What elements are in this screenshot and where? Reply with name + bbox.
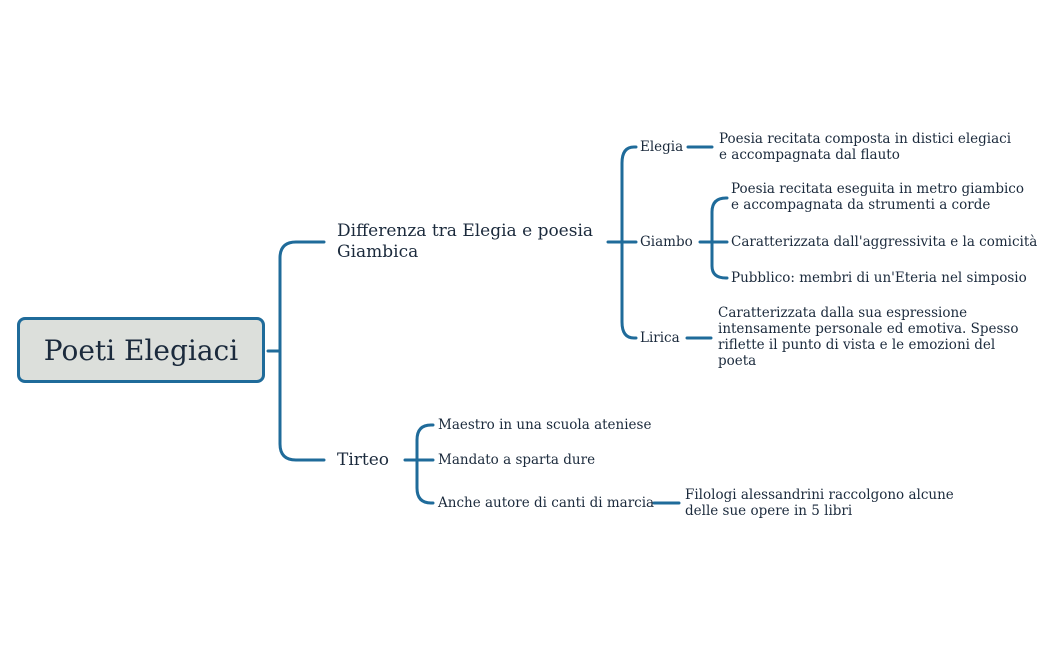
tirteo-item-canti[interactable]: Anche autore di canti di marcia [438, 495, 654, 511]
detail-label: Caratterizzata dalla sua espressione int… [718, 305, 1019, 369]
topic-differenza[interactable]: Differenza tra Elegia e poesia Giambica [337, 221, 597, 263]
item-label: Mandato a sparta dure [438, 452, 596, 468]
root-node[interactable]: Poeti Elegiaci [17, 317, 265, 383]
topic-label: Tirteo [337, 450, 390, 470]
connector-root-branches [266, 240, 326, 462]
detail-label: Filologi alessandrini raccolgono alcune … [685, 487, 954, 519]
item-label: Anche autore di canti di marcia [438, 495, 655, 511]
subtopic-elegia[interactable]: Elegia [640, 139, 683, 155]
detail-giambo-1[interactable]: Poesia recitata eseguita in metro giambi… [731, 181, 1031, 213]
subtopic-label: Elegia [640, 139, 684, 155]
subtopic-label: Giambo [640, 234, 693, 250]
topic-tirteo[interactable]: Tirteo [337, 450, 389, 471]
connector-differenza [606, 145, 638, 340]
root-label: Poeti Elegiaci [43, 333, 239, 367]
detail-label: Pubblico: membri di un'Eteria nel simpos… [731, 270, 1027, 286]
detail-elegia[interactable]: Poesia recitata composta in distici eleg… [719, 131, 1019, 163]
detail-lirica[interactable]: Caratterizzata dalla sua espressione int… [718, 305, 1028, 369]
detail-label: Caratterizzata dall'aggressivita e la co… [731, 234, 1038, 250]
detail-giambo-3[interactable]: Pubblico: membri di un'Eteria nel simpos… [731, 270, 1041, 286]
detail-label: Poesia recitata composta in distici eleg… [719, 131, 1012, 163]
detail-label: Poesia recitata eseguita in metro giambi… [731, 181, 1024, 213]
tirteo-item-sparta[interactable]: Mandato a sparta dure [438, 452, 595, 468]
topic-label: Differenza tra Elegia e poesia Giambica [337, 221, 594, 262]
subtopic-lirica[interactable]: Lirica [640, 330, 680, 346]
connector-giambo [698, 196, 729, 280]
detail-giambo-2[interactable]: Caratterizzata dall'aggressivita e la co… [731, 234, 1041, 250]
connector-tirteo [403, 423, 435, 505]
subtopic-label: Lirica [640, 330, 680, 346]
detail-canti[interactable]: Filologi alessandrini raccolgono alcune … [685, 487, 955, 519]
subtopic-giambo[interactable]: Giambo [640, 234, 693, 250]
item-label: Maestro in una scuola ateniese [438, 417, 652, 433]
tirteo-item-maestro[interactable]: Maestro in una scuola ateniese [438, 417, 651, 433]
